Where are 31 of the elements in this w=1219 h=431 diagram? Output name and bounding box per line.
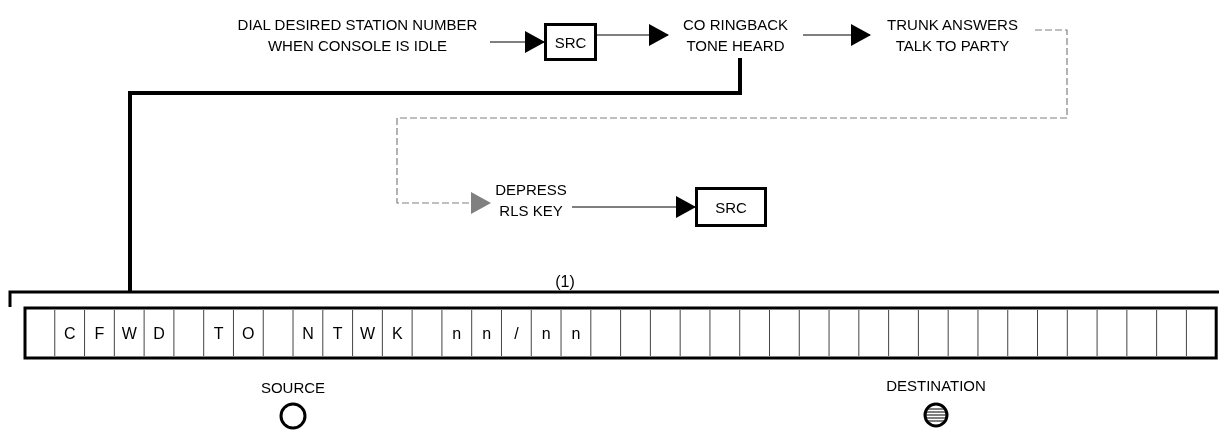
- display-character: W: [121, 324, 137, 344]
- display-character: F: [94, 324, 105, 344]
- step-text: CO RINGBACK TONE HEARD: [668, 12, 803, 58]
- display-character: C: [63, 324, 76, 344]
- display-character: T: [332, 324, 343, 344]
- arrow: [596, 24, 669, 46]
- indicator-label: DESTINATION: [886, 376, 986, 396]
- connector-line: [128, 58, 742, 292]
- display-character: O: [242, 324, 255, 344]
- arrow: [802, 24, 871, 46]
- display-character: W: [359, 324, 375, 344]
- display-character: n: [541, 324, 551, 344]
- key-box: SRC: [695, 187, 767, 227]
- arrow: [571, 196, 696, 218]
- display-panel: [10, 292, 1219, 359]
- display-character: n: [571, 324, 581, 344]
- key-box: SRC: [544, 23, 597, 61]
- step-text: DIAL DESIRED STATION NUMBER WHEN CONSOLE IS IDLE: [225, 12, 490, 58]
- indicator-label: SOURCE: [260, 378, 326, 398]
- display-character: n: [452, 324, 462, 344]
- display-character: K: [391, 324, 403, 344]
- display-character: /: [514, 324, 519, 344]
- arrow: [396, 29, 1068, 214]
- step-text: DEPRESS RLS KEY: [490, 178, 572, 222]
- display-character: n: [482, 324, 492, 344]
- arrow: [489, 31, 545, 53]
- step-text: TRUNK ANSWERS TALK TO PARTY: [870, 12, 1035, 58]
- display-character: N: [302, 324, 314, 344]
- display-character: T: [213, 324, 224, 344]
- display-character: D: [153, 324, 165, 344]
- footnote-mark: (1): [555, 272, 575, 292]
